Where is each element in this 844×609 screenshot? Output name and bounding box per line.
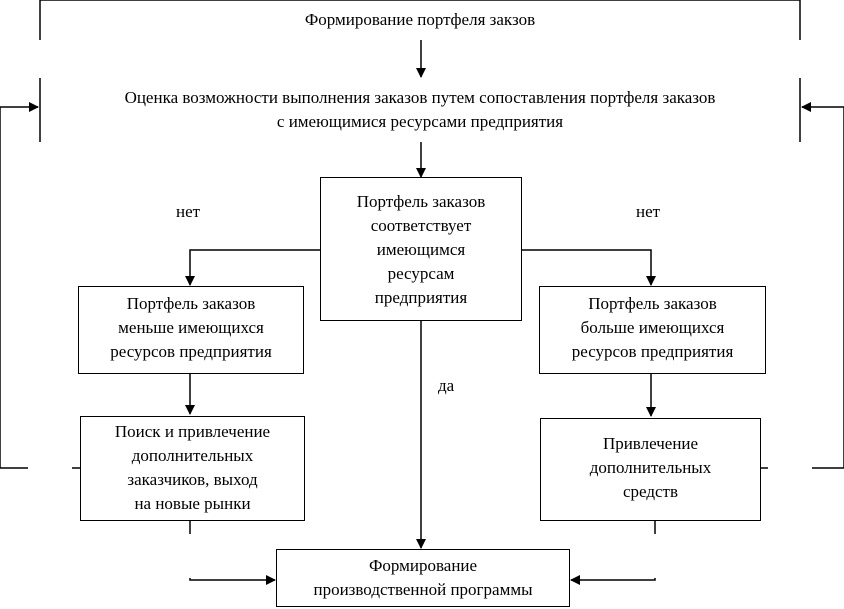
left-action-line: Поиск и привлечение (114, 422, 271, 441)
arrow-decision-to-left-result (185, 249, 320, 286)
right-action-block (540, 418, 761, 521)
evaluation-block: Оценка возможности выполнения заказов пу… (40, 86, 800, 134)
right-action-line: Привлечение (602, 434, 699, 453)
final-block (276, 549, 570, 607)
title-block-frame (39, 0, 801, 40)
right-action-line: дополнительных (589, 458, 712, 477)
left-result-block-text: Портфель заказов меньше имеющихся ресурс… (78, 292, 304, 364)
left-action-line: дополнительных (131, 446, 254, 465)
arrow-left-action-to-final (189, 521, 276, 585)
left-action-line: на новые рынки (134, 494, 251, 513)
right-action-line: средств (622, 482, 679, 501)
final-line: производственной программы (313, 580, 533, 599)
loop-left-action-to-evaluation (0, 102, 80, 469)
edge-label-yes: да (438, 376, 455, 395)
decision-block-text: Портфель заказов соответствует имеющимся… (320, 190, 522, 310)
evaluation-block-line1: Оценка возможности выполнения заказов пу… (124, 88, 716, 107)
arrow-right-action-to-final (570, 521, 656, 585)
left-action-line: заказчиков, выход (127, 470, 258, 489)
final-block-text: Формирование производственной программы (276, 554, 570, 602)
decision-line: имеющимся (376, 240, 466, 259)
decision-line: ресурсам (387, 264, 455, 283)
left-result-line: меньше имеющихся (118, 318, 264, 337)
decision-block (320, 177, 522, 321)
final-line: Формирование (368, 556, 478, 575)
loop-right-action-to-evaluation (760, 102, 844, 469)
left-action-block-text: Поиск и привлечение дополнительных заказ… (80, 420, 305, 516)
right-result-line: больше имеющихся (580, 318, 725, 337)
right-result-block-text: Портфель заказов больше имеющихся ресурс… (539, 292, 766, 364)
decision-line: соответствует (370, 216, 472, 235)
left-result-line: Портфель заказов (126, 294, 256, 313)
left-result-block (78, 286, 304, 374)
right-result-line: Портфель заказов (588, 294, 717, 313)
evaluation-block-line2: с имеющимися ресурсами предприятия (276, 112, 564, 131)
decision-line: предприятия (374, 288, 468, 307)
decision-line: Портфель заказов (356, 192, 486, 211)
title-block-label: Формирование портфеля закзов (304, 10, 536, 29)
left-action-block (80, 416, 305, 521)
title-block: Формирование портфеля закзов (40, 8, 800, 32)
arrow-decision-to-right-result (522, 249, 656, 286)
edge-label-right-no: нет (636, 202, 661, 221)
edge-label-left-no: нет (176, 202, 201, 221)
right-result-line: ресурсов предприятия (571, 342, 734, 361)
left-result-line: ресурсов предприятия (110, 342, 272, 361)
right-result-block (539, 286, 766, 374)
right-action-block-text: Привлечение дополнительных средств (540, 432, 761, 504)
